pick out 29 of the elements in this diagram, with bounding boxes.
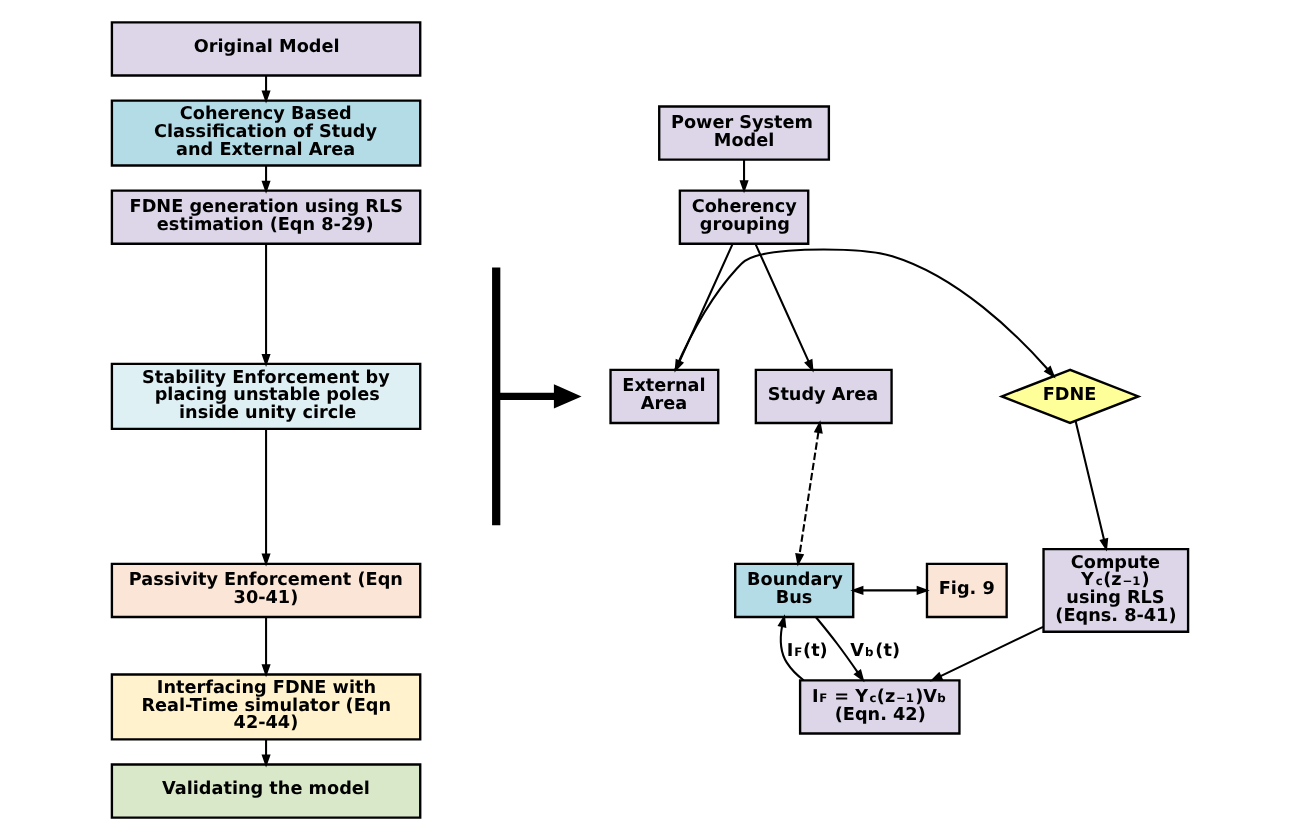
arrow <box>261 243 271 367</box>
arrow <box>261 165 271 194</box>
node-box: Validating the model <box>110 763 422 819</box>
arrow <box>261 429 271 567</box>
node-box: Original Model <box>110 21 422 77</box>
node-box: Boundary Bus <box>734 562 855 619</box>
arrow <box>499 384 582 409</box>
arrow <box>261 739 271 768</box>
node-bar <box>492 267 501 526</box>
node-box: Coherency Based Classification of Study and External Area <box>110 99 422 167</box>
node-box: Study Area <box>754 368 893 425</box>
node-box: FDNE generation using RLS estimation (Eqn 8-29) <box>110 189 422 245</box>
node-box: Coherency grouping <box>678 189 810 245</box>
arrow <box>261 617 271 678</box>
node-diamond: FDNE <box>998 368 1142 425</box>
arrow <box>929 625 1044 682</box>
arrow <box>754 243 814 373</box>
node-box: External Area <box>609 368 720 425</box>
arrow <box>777 614 805 682</box>
arrow <box>739 159 749 194</box>
arrow <box>850 585 930 595</box>
arrow <box>795 420 823 567</box>
node-box: Interfacing FDNE with Real-Time simulator (Eqn 42-44) <box>110 673 422 741</box>
arrow <box>815 616 865 683</box>
node-box: Power System Model <box>658 105 831 161</box>
node-box: Stability Enforcement by placing unstable poles inside unity circle <box>110 362 422 431</box>
arrow <box>1074 420 1109 552</box>
node-box: Fig. 9 <box>925 562 1008 619</box>
node-box: Passivity Enforcement (Eqn 30-41) <box>110 562 422 619</box>
